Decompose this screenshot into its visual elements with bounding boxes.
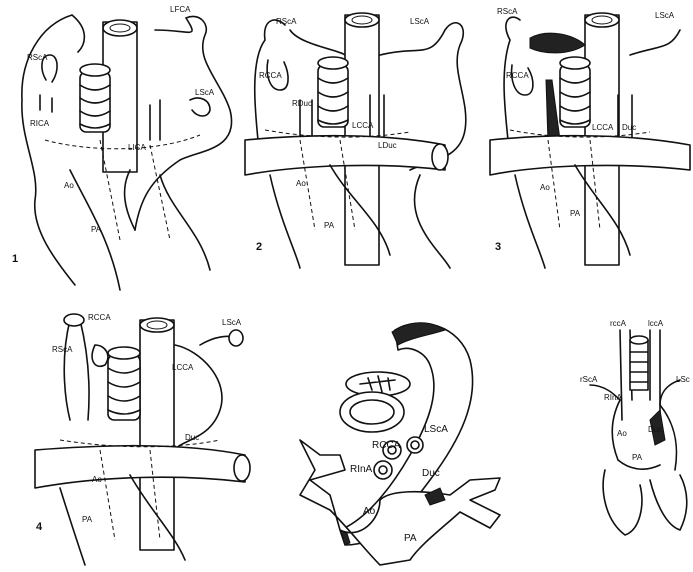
panel-1-number: 1 [12, 253, 18, 265]
panel-1-label-lica: LICA [128, 143, 146, 152]
esophagus [318, 57, 348, 127]
panel-6-label-pa: PA [632, 453, 643, 462]
panel-1: LFCA RScA LScA RICA LICA Ao PA 1 [12, 5, 232, 290]
panel-2-label-lduc: LDuc [378, 141, 397, 150]
panel-6-label-rina: RInA [604, 393, 622, 402]
panel-2-label-pa: PA [324, 221, 335, 230]
panel-4-label-duc: Duc [185, 433, 199, 442]
panel-4-label-pa: PA [82, 515, 93, 524]
panel-1-label-ao: Ao [64, 181, 74, 190]
panel-1-label-lsca: LScA [195, 88, 215, 97]
panel-2-label-ao: Ao [296, 179, 306, 188]
panel-6: rccA lccA rScA LSc RInA Ao Duc PA [580, 319, 690, 535]
panel-4-label-rsca: RScA [52, 345, 73, 354]
panel-5-label-ao: Ao [363, 506, 376, 517]
panel-2-number: 2 [256, 241, 262, 253]
panel-4-label-lsca: LScA [222, 318, 242, 327]
panel-1-label-rsca: RScA [27, 53, 48, 62]
esophagus [560, 57, 590, 127]
panel-3-number: 3 [495, 241, 501, 253]
panel-4-label-rcca: RCCA [88, 313, 111, 322]
panel-5-label-pa: PA [404, 533, 417, 544]
panel-4: RCCA LScA RScA LCCA Duc Ao PA 4 [35, 313, 250, 565]
panel-4-label-ao: Ao [92, 475, 102, 484]
esophagus [80, 64, 110, 132]
panel-5: LScA RCCA RInA Duc Ao PA [300, 323, 500, 565]
panel-2-label-rduc: RDuc [292, 99, 312, 108]
panel-6-label-duc: Duc [648, 425, 662, 434]
panel-3-label-rsca: RScA [497, 7, 518, 16]
panel-3-label-duc: Duc [622, 123, 636, 132]
panel-4-label-lcca: LCCA [172, 363, 194, 372]
panel-5-label-lsca: LScA [424, 424, 448, 435]
panel-1-label-lfca: LFCA [170, 5, 191, 14]
panel-3: RScA LScA RCCA LCCA Duc Ao PA 3 [490, 7, 690, 268]
panel-4-number: 4 [36, 521, 43, 533]
panel-6-label-ao: Ao [617, 429, 627, 438]
panel-3-label-rcca: RCCA [506, 71, 529, 80]
panel-6-label-lcca: lccA [648, 319, 664, 328]
panel-5-label-duc: Duc [422, 468, 440, 479]
ligament-shading [530, 33, 585, 53]
panel-2-label-lcca: LCCA [352, 121, 374, 130]
panel-2-label-rcca: RCCA [259, 71, 282, 80]
panel-1-label-pa: PA [91, 225, 102, 234]
panel-6-label-rsca: rScA [580, 375, 598, 384]
panel-6-label-lsc: LSc [676, 375, 690, 384]
trachea-lumen [103, 20, 137, 36]
panel-3-label-lsca: LScA [655, 11, 675, 20]
panel-3-label-lcca: LCCA [592, 123, 614, 132]
panel-1-label-rica: RICA [30, 119, 50, 128]
panel-5-label-rcca: RCCA [372, 440, 401, 451]
panel-3-label-pa: PA [570, 209, 581, 218]
esophagus [108, 347, 140, 420]
panel-5-label-rina: RInA [350, 464, 373, 475]
panel-2-label-rsca: RScA [276, 17, 297, 26]
panel-2-label-lsca: LScA [410, 17, 430, 26]
panel-2: RScA LScA RCCA RDuc LCCA LDuc Ao PA 2 [245, 13, 466, 268]
panel-6-label-rcca: rccA [610, 319, 627, 328]
panel-3-label-ao: Ao [540, 183, 550, 192]
